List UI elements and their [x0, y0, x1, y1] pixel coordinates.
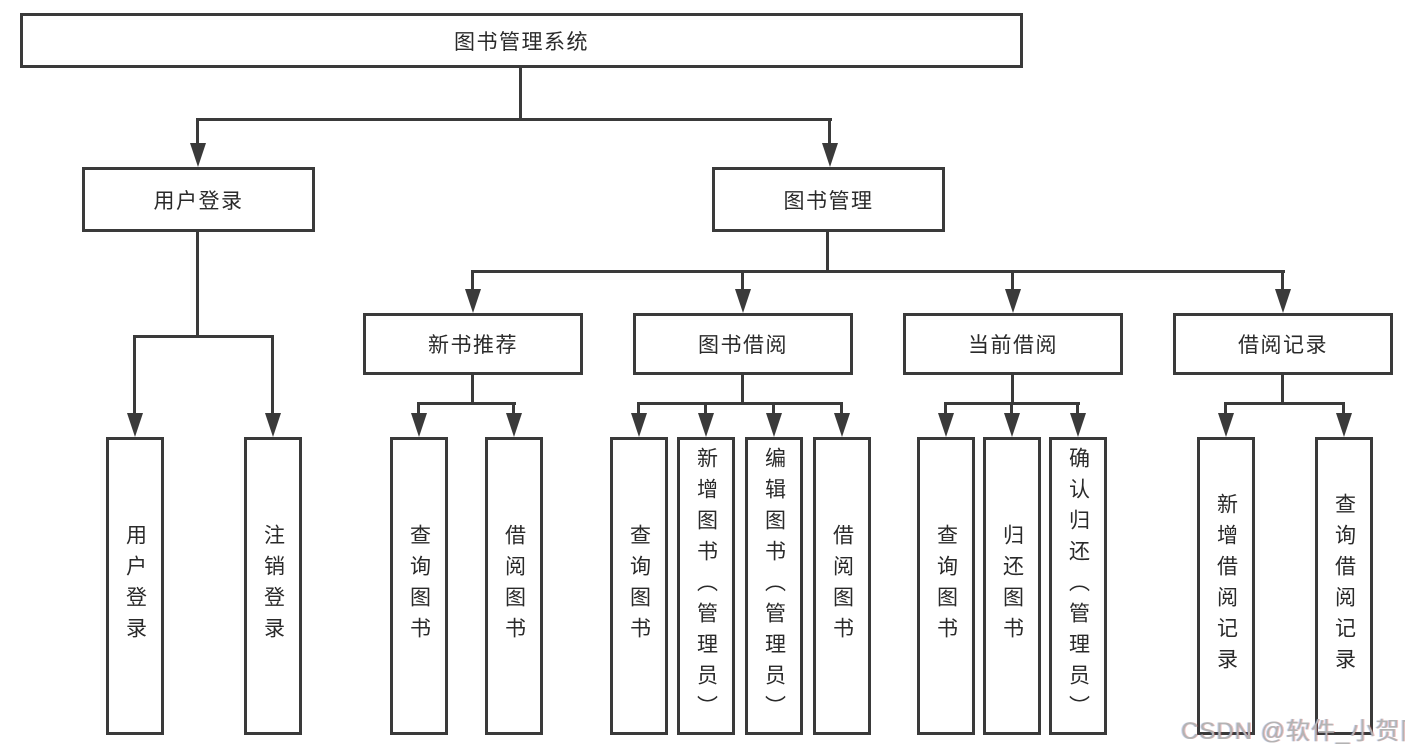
connector-line [1342, 402, 1345, 416]
connector-line [1281, 270, 1284, 293]
leaf-cb-query-books-label: 查询图书 [934, 524, 958, 648]
arrow-down-icon [822, 143, 838, 167]
leaf-logout-label: 注销登录 [261, 524, 285, 648]
node-current-borrow-label: 当前借阅 [968, 334, 1058, 357]
leaf-logout: 注销登录 [244, 437, 302, 735]
connector-line [944, 402, 947, 416]
leaf-bb-edit-books-admin-label: 编辑图书（管理员） [762, 446, 786, 726]
node-book-borrow-label: 图书借阅 [698, 334, 788, 357]
arrow-down-icon [1005, 289, 1021, 313]
arrow-down-icon [834, 413, 850, 437]
connector-line [472, 270, 1285, 273]
leaf-bb-add-books-admin-label: 新增图书（管理员） [694, 446, 718, 726]
connector-line [741, 375, 744, 405]
connector-line [197, 118, 832, 121]
connector-line [772, 402, 775, 416]
arrow-down-icon [766, 413, 782, 437]
connector-line [519, 68, 522, 121]
connector-line [826, 232, 829, 273]
connector-line [196, 232, 199, 338]
leaf-nb-borrow-books-label: 借阅图书 [502, 524, 526, 648]
connector-line [418, 402, 516, 405]
leaf-cb-confirm-return-admin-label: 确认归还（管理员） [1066, 446, 1090, 726]
node-user-login: 用户登录 [82, 167, 315, 232]
leaf-bb-query-books-label: 查询图书 [627, 524, 651, 648]
connector-line [840, 402, 843, 416]
arrow-down-icon [1070, 413, 1086, 437]
node-borrow-records-label: 借阅记录 [1238, 334, 1328, 357]
arrow-down-icon [127, 413, 143, 437]
connector-line [1225, 402, 1345, 405]
connector-line [637, 402, 640, 416]
csdn-watermark: CSDN @软件_小贺同学 [1181, 718, 1405, 745]
arrow-down-icon [1004, 413, 1020, 437]
connector-line [1010, 402, 1013, 416]
connector-line [133, 335, 136, 415]
arrow-down-icon [735, 289, 751, 313]
arrow-down-icon [465, 289, 481, 313]
node-library-system: 图书管理系统 [20, 13, 1023, 68]
connector-line [638, 402, 843, 405]
node-borrow-records: 借阅记录 [1173, 313, 1393, 375]
arrow-down-icon [1336, 413, 1352, 437]
arrow-down-icon [938, 413, 954, 437]
connector-line [741, 270, 744, 293]
leaf-br-query-record: 查询借阅记录 [1315, 437, 1373, 735]
connector-line [1281, 375, 1284, 405]
connector-line [512, 402, 515, 416]
node-book-borrow: 图书借阅 [633, 313, 853, 375]
connector-line [1011, 270, 1014, 293]
leaf-bb-borrow-books: 借阅图书 [813, 437, 871, 735]
leaf-br-add-record: 新增借阅记录 [1197, 437, 1255, 735]
leaf-bb-query-books: 查询图书 [610, 437, 668, 735]
node-user-login-label: 用户登录 [153, 189, 244, 213]
node-book-management-label: 图书管理 [783, 189, 874, 213]
leaf-nb-query-books: 查询图书 [390, 437, 448, 735]
arrow-down-icon [190, 143, 206, 167]
leaf-cb-query-books: 查询图书 [917, 437, 975, 735]
leaf-cb-return-books-label: 归还图书 [1000, 524, 1024, 648]
node-current-borrow: 当前借阅 [903, 313, 1123, 375]
leaf-bb-add-books-admin: 新增图书（管理员） [677, 437, 735, 735]
connector-line [417, 402, 420, 416]
connector-line [1011, 375, 1014, 405]
arrow-down-icon [1218, 413, 1234, 437]
leaf-user-login: 用户登录 [106, 437, 164, 735]
connector-line [271, 335, 274, 415]
leaf-br-add-record-label: 新增借阅记录 [1214, 493, 1238, 679]
leaf-br-query-record-label: 查询借阅记录 [1332, 493, 1356, 679]
leaf-nb-borrow-books: 借阅图书 [485, 437, 543, 735]
leaf-nb-query-books-label: 查询图书 [407, 524, 431, 648]
connector-line [134, 335, 274, 338]
connector-line [1224, 402, 1227, 416]
connector-line [704, 402, 707, 416]
leaf-cb-return-books: 归还图书 [983, 437, 1041, 735]
arrow-down-icon [698, 413, 714, 437]
arrow-down-icon [631, 413, 647, 437]
node-library-system-label: 图书管理系统 [454, 30, 589, 54]
leaf-bb-borrow-books-label: 借阅图书 [830, 524, 854, 648]
connector-line [196, 118, 199, 146]
arrow-down-icon [411, 413, 427, 437]
leaf-cb-confirm-return-admin: 确认归还（管理员） [1049, 437, 1107, 735]
arrow-down-icon [265, 413, 281, 437]
connector-line [471, 375, 474, 405]
connector-line [828, 118, 831, 146]
connector-line [471, 270, 474, 293]
arrow-down-icon [506, 413, 522, 437]
arrow-down-icon [1275, 289, 1291, 313]
node-book-management: 图书管理 [712, 167, 945, 232]
node-new-book-recommend-label: 新书推荐 [428, 334, 518, 357]
node-new-book-recommend: 新书推荐 [363, 313, 583, 375]
connector-line [1076, 402, 1079, 416]
leaf-bb-edit-books-admin: 编辑图书（管理员） [745, 437, 803, 735]
leaf-user-login-label: 用户登录 [123, 524, 147, 648]
